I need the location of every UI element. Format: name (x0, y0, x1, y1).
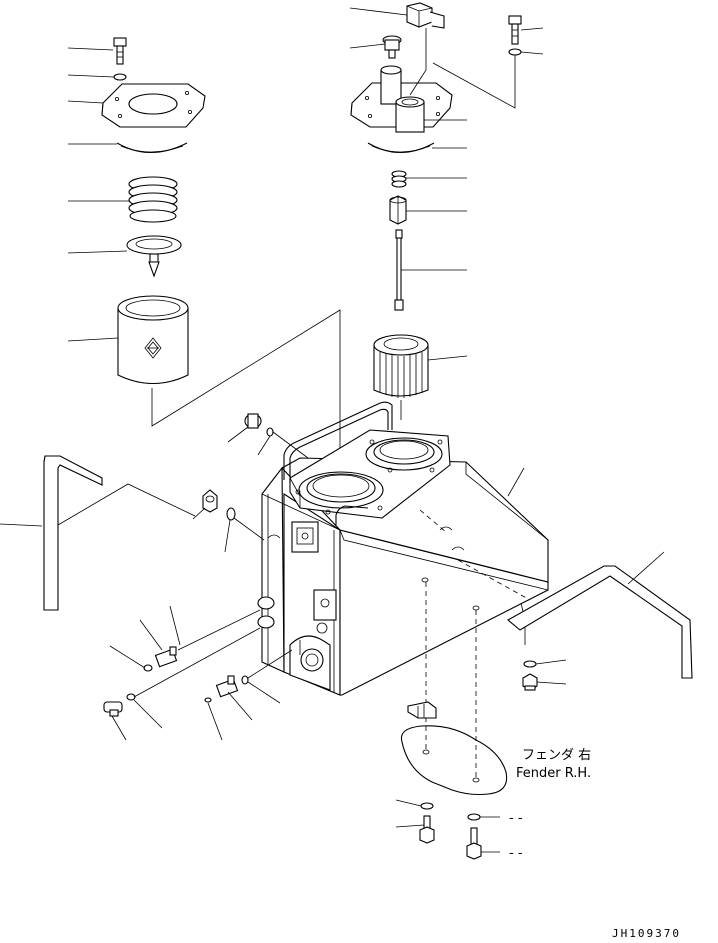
filter-cover-right (350, 65, 453, 133)
tank-small-parts (103, 413, 309, 741)
assembly-line-left (151, 309, 341, 485)
washer-fender-right (467, 813, 481, 821)
filter-cover-left (101, 83, 206, 128)
dash-mark-a: - - (509, 811, 523, 826)
right-filter-assembly (349, 2, 544, 420)
washer-left-top (113, 73, 127, 81)
bolt-left-top (113, 37, 127, 65)
fender-label-en: Fender R.H. (516, 766, 591, 781)
assembly-line-connector (409, 28, 427, 96)
spring-right (391, 170, 407, 188)
fender-label-jp: フェンダ 右 (522, 748, 591, 763)
washer-right-top (508, 48, 522, 56)
right-stay-bracket (507, 467, 693, 691)
assembly-line-bolt (432, 55, 516, 109)
washer-right-bracket (523, 660, 537, 668)
bolt-right-bracket (522, 673, 538, 691)
left-stay-bracket (0, 455, 196, 611)
fitting-lower-center (204, 649, 293, 741)
dash-mark-b: - - (509, 846, 523, 861)
filter-element-left (117, 295, 189, 384)
bolt-fender-right (466, 827, 482, 860)
vent-fitting (382, 35, 402, 59)
sensor-connector (406, 2, 445, 29)
leaders-left-filter (67, 47, 129, 342)
plug-top (227, 413, 309, 459)
fender-clip (407, 701, 437, 719)
bolt-right-top (508, 15, 522, 45)
relief-valve-left (126, 235, 182, 278)
sensor-rod (394, 229, 404, 311)
spring-left (128, 176, 178, 223)
fitting-lower-left-b (103, 627, 261, 741)
tank-side-fittings (257, 521, 337, 691)
left-filter-assembly (67, 37, 341, 485)
hex-nut-right (389, 195, 407, 225)
hydraulic-tank (257, 401, 549, 696)
bolt-fender-left (419, 815, 435, 844)
plug-middle (192, 489, 265, 553)
fitting-lower-left-a (109, 605, 261, 672)
washer-fender-left (420, 802, 434, 810)
fender-rh (395, 582, 508, 860)
leaders-right-filter (349, 7, 544, 361)
filter-element-right (373, 334, 429, 420)
drawing-code: JH109370 (612, 927, 681, 940)
